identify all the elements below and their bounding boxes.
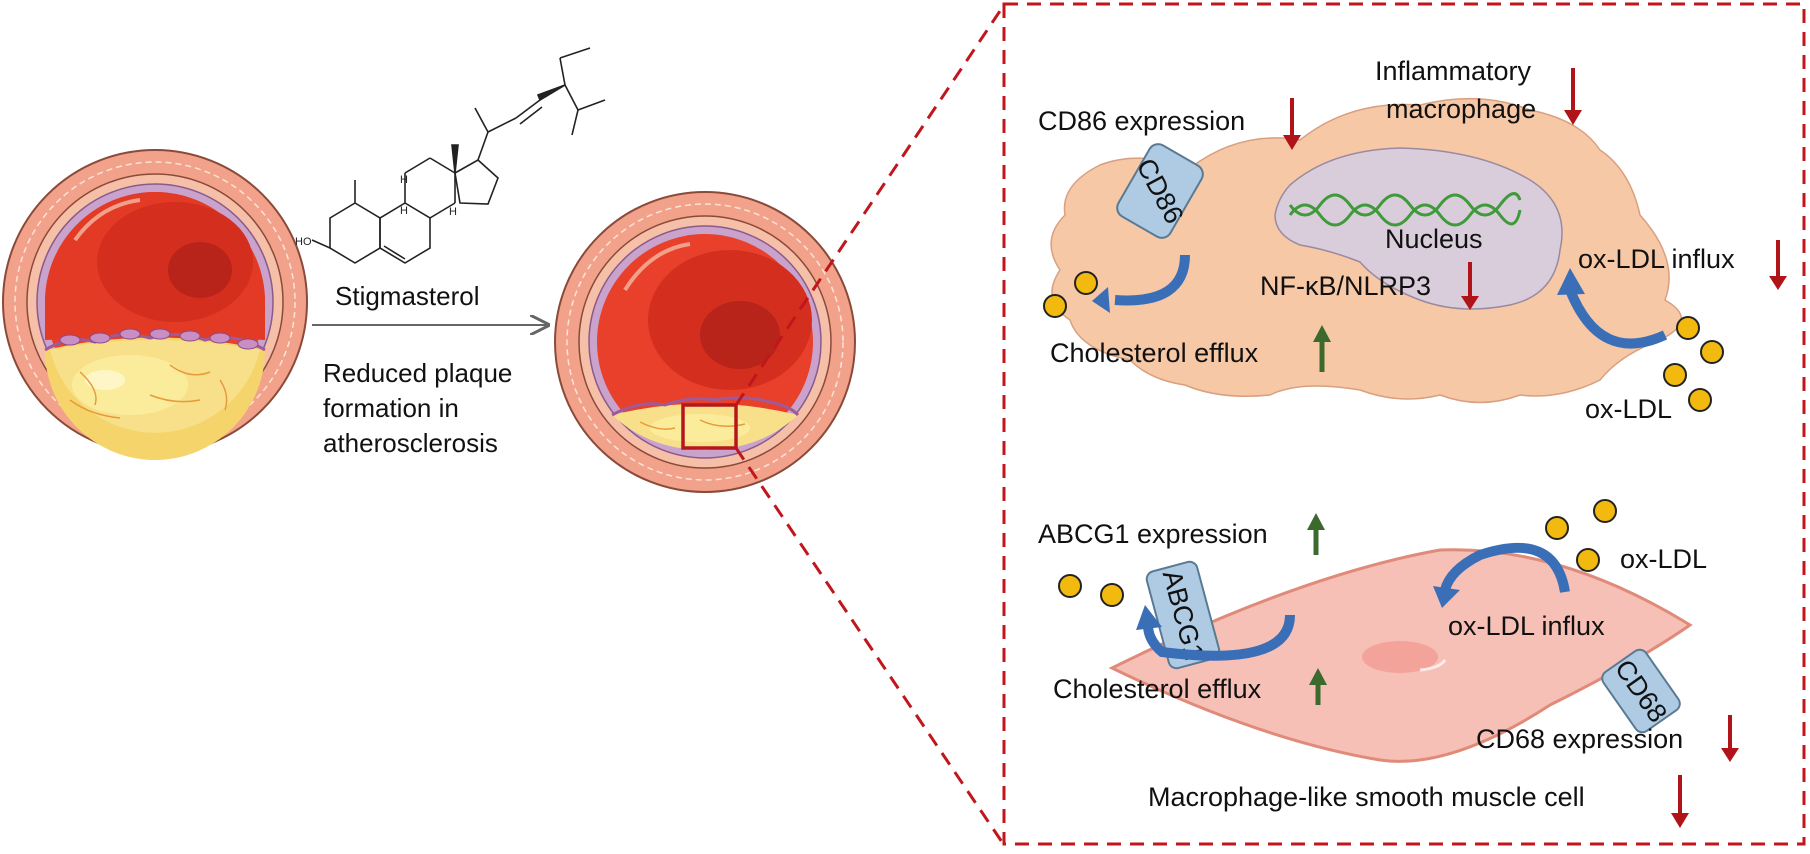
abcg1-expression-label: ABCG1 expression — [1038, 519, 1268, 549]
smooth-muscle-cell — [1108, 548, 1693, 763]
smc-efflux-arrowhead — [1136, 605, 1162, 630]
inflammatory-label-2: macrophage — [1386, 94, 1536, 124]
smc-down-arrow — [1671, 775, 1689, 828]
efflux-up-arrow — [1313, 325, 1331, 372]
smc-cholesterol-efflux-label: Cholesterol efflux — [1053, 674, 1262, 704]
smc-oxldl-label: ox-LDL — [1620, 544, 1707, 574]
ho-label: HO — [295, 236, 312, 248]
smc-efflux-up-arrow — [1309, 668, 1327, 705]
influx-down-arrow — [1769, 240, 1787, 290]
dna-helix — [1288, 192, 1522, 227]
artery-after — [554, 191, 856, 493]
zoom-frame — [1002, 2, 1806, 846]
nucleus-label: Nucleus — [1385, 224, 1483, 254]
h-label-2: H — [400, 174, 408, 186]
nfkb-down-arrow — [1461, 262, 1479, 310]
smc-influx-arrowhead — [1433, 586, 1460, 608]
zoom-line-top — [734, 7, 1004, 406]
cell-type-label: Macrophage-like smooth muscle cell — [1148, 782, 1585, 812]
smc-influx-arrow — [1440, 542, 1570, 593]
macrophage-oxldl-influx-label: ox-LDL influx — [1578, 244, 1735, 274]
cd68-down-arrow — [1721, 715, 1739, 762]
zoom-line-bottom — [734, 447, 1004, 843]
macrophage-influx-arrowhead — [1557, 268, 1585, 295]
stigmasterol-label: Stigmasterol — [335, 281, 480, 311]
cd86-expression-label: CD86 expression — [1038, 106, 1245, 136]
macrophage-oxldl-label: ox-LDL — [1585, 394, 1672, 424]
abcg1-up-arrow — [1307, 513, 1325, 555]
outcome-line-1: Reduced plaque — [323, 358, 512, 388]
macrophage-efflux-arrow — [1114, 254, 1190, 306]
macrophage-ldl-particles — [1043, 271, 1724, 412]
macrophage-cholesterol-efflux-label: Cholesterol efflux — [1050, 338, 1259, 368]
inflammatory-macrophage-cell — [1050, 97, 1683, 404]
artery-before — [2, 149, 308, 460]
outcome-line-2: formation in — [323, 393, 459, 423]
macrophage-change-arrows — [1283, 68, 1787, 372]
nfkb-nlrp3-label: NF-κB/NLRP3 — [1260, 271, 1431, 301]
cd68-expression-label: CD68 expression — [1476, 724, 1683, 754]
h-label-3: H — [449, 206, 457, 218]
smc-efflux-arrow — [1143, 614, 1295, 661]
inflammatory-label-1: Inflammatory — [1375, 56, 1532, 86]
macrophage-influx-arrow — [1565, 288, 1668, 349]
smc-oxldl-influx-label: ox-LDL influx — [1448, 611, 1605, 641]
smc-ldl-particles — [1058, 499, 1617, 607]
cd68-receptor — [1601, 648, 1681, 734]
macrophage-efflux-arrowhead — [1092, 287, 1110, 313]
cd86-receptor — [1116, 143, 1204, 239]
smc-change-arrows — [1307, 513, 1739, 828]
h-label-1: H — [400, 205, 408, 217]
stigmasterol-structure — [311, 47, 606, 264]
inflammatory-down-arrow — [1564, 68, 1582, 125]
cd86-down-arrow — [1283, 98, 1301, 150]
outcome-line-3: atherosclerosis — [323, 428, 498, 458]
